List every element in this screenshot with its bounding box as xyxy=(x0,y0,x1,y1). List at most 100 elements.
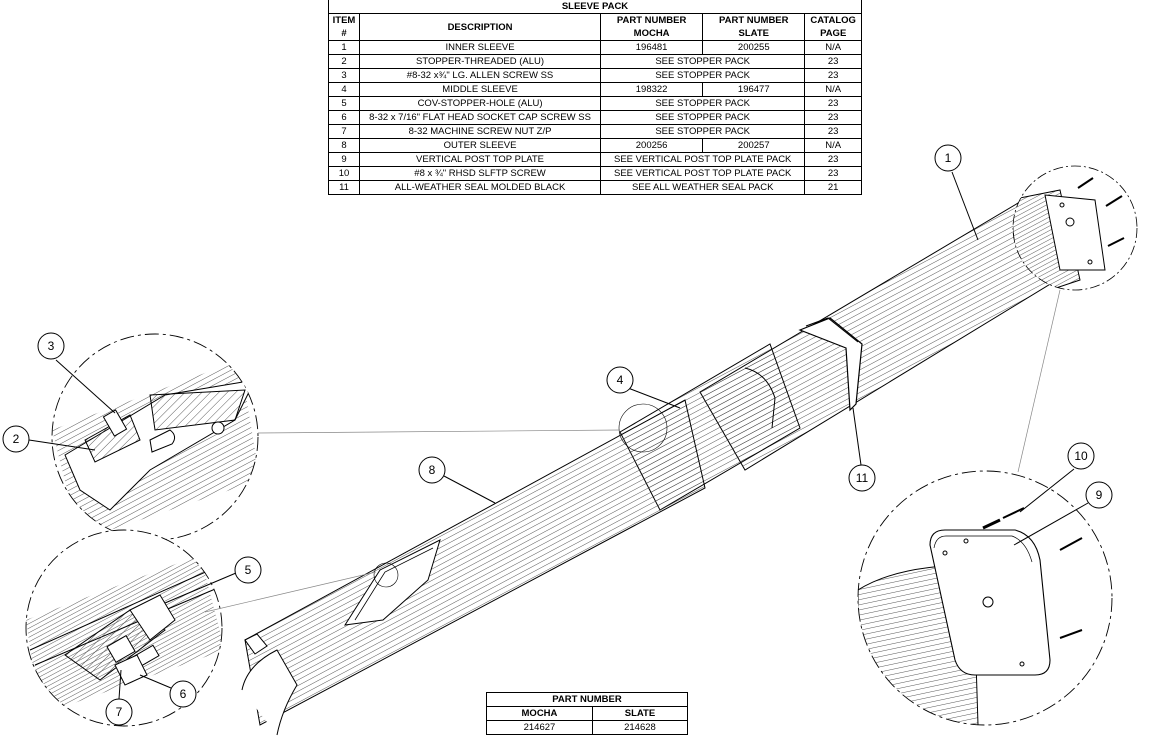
all-weather-seal xyxy=(798,317,863,412)
svg-text:3: 3 xyxy=(48,339,55,353)
balloon-9: 9 xyxy=(1013,481,1113,546)
row-description: 8-32 MACHINE SCREW NUT Z/P xyxy=(359,124,602,139)
balloon-3: 3 xyxy=(37,332,116,414)
row-part-reference: SEE STOPPER PACK xyxy=(600,68,806,83)
row-part-reference: SEE VERTICAL POST TOP PLATE PACK xyxy=(600,152,806,167)
row-part-reference: SEE ALL WEATHER SEAL PACK xyxy=(600,180,806,195)
part-number-table: PART NUMBER MOCHA SLATE 214627 214628 xyxy=(486,692,689,735)
svg-text:4: 4 xyxy=(617,373,624,387)
balloon-1: 1 xyxy=(934,144,979,241)
row-catalog-page: 23 xyxy=(804,152,862,167)
row-part-reference: SEE STOPPER PACK xyxy=(600,124,806,139)
balloon-7: 7 xyxy=(105,669,133,726)
row-description: COV-STOPPER-HOLE (ALU) xyxy=(359,96,602,111)
balloon-2: 2 xyxy=(2,425,96,453)
row-catalog-page: N/A xyxy=(804,82,862,97)
row-description: ALL-WEATHER SEAL MOLDED BLACK xyxy=(359,180,602,195)
part-table-title: PART NUMBER xyxy=(486,692,688,707)
svg-text:11: 11 xyxy=(856,471,869,485)
row-item-number: 10 xyxy=(327,166,361,181)
row-item-number: 9 xyxy=(327,152,361,167)
part-value-slate: 214628 xyxy=(591,720,689,735)
row-catalog-page: 23 xyxy=(804,68,862,83)
row-part-mocha: 198322 xyxy=(600,82,704,97)
part-value-mocha: 214627 xyxy=(486,720,593,735)
detail-circle-b xyxy=(25,529,223,727)
row-catalog-page: 21 xyxy=(804,180,862,195)
svg-text:6: 6 xyxy=(180,687,187,701)
balloon-10: 10 xyxy=(1019,442,1095,513)
detail-circle-c xyxy=(857,470,1113,726)
row-part-reference: SEE VERTICAL POST TOP PLATE PACK xyxy=(600,166,806,181)
row-description: MIDDLE SLEEVE xyxy=(359,82,602,97)
reference-circle-lower xyxy=(373,562,399,588)
balloon-11: 11 xyxy=(848,407,876,492)
balloons: 1 2 3 4 5 6 7 xyxy=(2,144,1113,726)
detail-circle-a xyxy=(51,333,259,541)
row-item-number: 5 xyxy=(327,96,361,111)
row-description: #8 x ¾" RHSD SLFTP SCREW xyxy=(359,166,602,181)
row-description: 8-32 x 7/16" FLAT HEAD SOCKET CAP SCREW … xyxy=(359,110,602,125)
detail-connector-lines xyxy=(204,289,1061,613)
row-item-number: 8 xyxy=(327,138,361,153)
row-catalog-page: 23 xyxy=(804,54,862,69)
sleeve-pack-table: SLEEVE PACK ITEM# DESCRIPTION PART NUMBE… xyxy=(327,0,862,195)
row-part-reference: SEE STOPPER PACK xyxy=(600,54,806,69)
row-catalog-page: 23 xyxy=(804,96,862,111)
row-part-slate: 200257 xyxy=(702,138,806,153)
row-part-reference: SEE STOPPER PACK xyxy=(600,110,806,125)
svg-text:7: 7 xyxy=(116,705,123,719)
row-part-slate: 200255 xyxy=(702,40,806,55)
row-item-number: 4 xyxy=(327,82,361,97)
row-item-number: 11 xyxy=(327,180,361,195)
header-item: ITEM# xyxy=(327,13,361,41)
row-item-number: 1 xyxy=(327,40,361,55)
balloon-5: 5 xyxy=(164,556,262,604)
balloon-6: 6 xyxy=(139,674,197,708)
balloon-8: 8 xyxy=(418,456,496,504)
row-catalog-page: N/A xyxy=(804,40,862,55)
row-item-number: 6 xyxy=(327,110,361,125)
row-description: OUTER SLEEVE xyxy=(359,138,602,153)
header-description: DESCRIPTION xyxy=(359,13,602,41)
row-catalog-page: 23 xyxy=(804,166,862,181)
svg-text:5: 5 xyxy=(245,563,252,577)
row-part-mocha: 200256 xyxy=(600,138,704,153)
part-header-slate: SLATE xyxy=(591,706,689,721)
row-part-slate: 196477 xyxy=(702,82,806,97)
part-header-mocha: MOCHA xyxy=(486,706,593,721)
sleeve-table-title: SLEEVE PACK xyxy=(328,0,862,14)
row-part-mocha: 196481 xyxy=(600,40,704,55)
svg-text:9: 9 xyxy=(1096,488,1103,502)
row-catalog-page: 23 xyxy=(804,124,862,139)
svg-text:2: 2 xyxy=(13,432,20,446)
svg-text:8: 8 xyxy=(429,463,436,477)
row-description: #8-32 x¾" LG. ALLEN SCREW SS xyxy=(359,68,602,83)
outer-sleeve xyxy=(241,399,706,736)
reference-circle-upper xyxy=(618,403,668,453)
row-description: VERTICAL POST TOP PLATE xyxy=(359,152,602,167)
row-item-number: 2 xyxy=(327,54,361,69)
row-item-number: 7 xyxy=(327,124,361,139)
row-catalog-page: 23 xyxy=(804,110,862,125)
row-catalog-page: N/A xyxy=(804,138,862,153)
balloon-4: 4 xyxy=(606,366,681,409)
row-item-number: 3 xyxy=(327,68,361,83)
row-part-reference: SEE STOPPER PACK xyxy=(600,96,806,111)
row-description: STOPPER-THREADED (ALU) xyxy=(359,54,602,69)
